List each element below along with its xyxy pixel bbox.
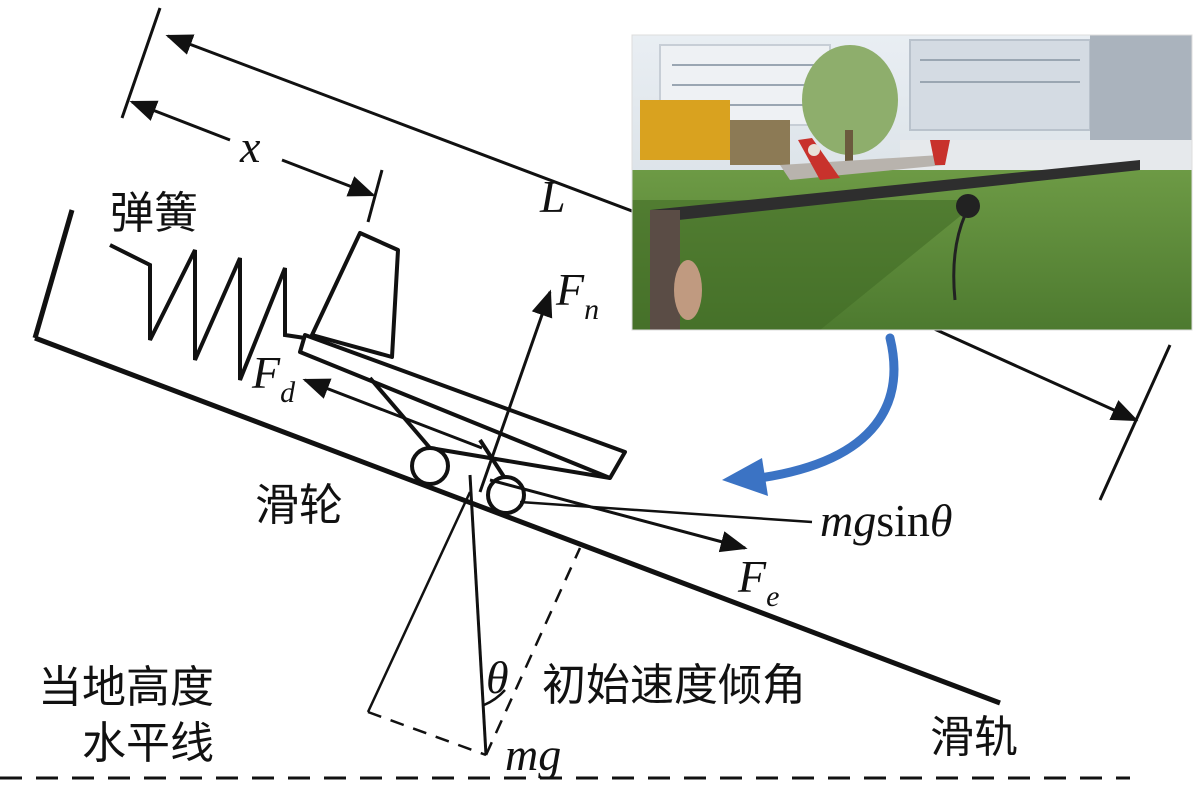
normal-extension-line: [366, 491, 472, 713]
force-Fd-arrow: [302, 378, 483, 450]
field-test-photo-frame: [631, 34, 1193, 331]
label-horizon-line2: 水平线: [82, 718, 214, 769]
dimension-L: [120, 7, 1172, 501]
gravity-mg-line: [468, 474, 488, 756]
photo-to-diagram-arrowhead: [722, 458, 768, 496]
label-rail: 滑轨: [930, 712, 1018, 763]
label-initial-angle: 初始速度倾角: [542, 660, 806, 711]
label-pulley: 滑轮: [255, 480, 343, 531]
dimension-x: [129, 100, 384, 223]
decomposition-dashed-bottom: [367, 710, 487, 757]
label-mg: mg: [505, 729, 561, 780]
force-Fn-arrow: [478, 289, 553, 493]
label-Fn: Fn: [555, 264, 599, 326]
photo-to-diagram-arrow: [755, 333, 899, 483]
label-Fe: Fe: [737, 551, 779, 613]
mgsin-pointer-line: [519, 500, 813, 524]
launch-rail: [34, 335, 1001, 706]
decomposition-dashed-side: [484, 547, 582, 756]
theta-angle-arc: [483, 689, 506, 707]
aircraft-model: [298, 231, 627, 488]
label-horizon-line1: 当地高度: [38, 662, 214, 713]
label-theta: θ: [486, 652, 509, 703]
pulley-rear: [410, 446, 450, 486]
aircraft-tail: [310, 231, 400, 359]
force-Fe-arrow: [489, 478, 748, 553]
label-x: x: [239, 121, 261, 172]
spring: [109, 243, 306, 381]
field-test-photo: [632, 35, 1192, 330]
aircraft-keel: [429, 446, 611, 480]
rail-end-stop: [32, 209, 75, 339]
aircraft-strut-rear: [368, 376, 432, 450]
label-L: L: [539, 171, 566, 222]
label-spring: 弹簧: [110, 188, 198, 239]
label-mgsin: mgsinθ: [820, 495, 953, 546]
label-Fd: Fd: [251, 347, 296, 409]
